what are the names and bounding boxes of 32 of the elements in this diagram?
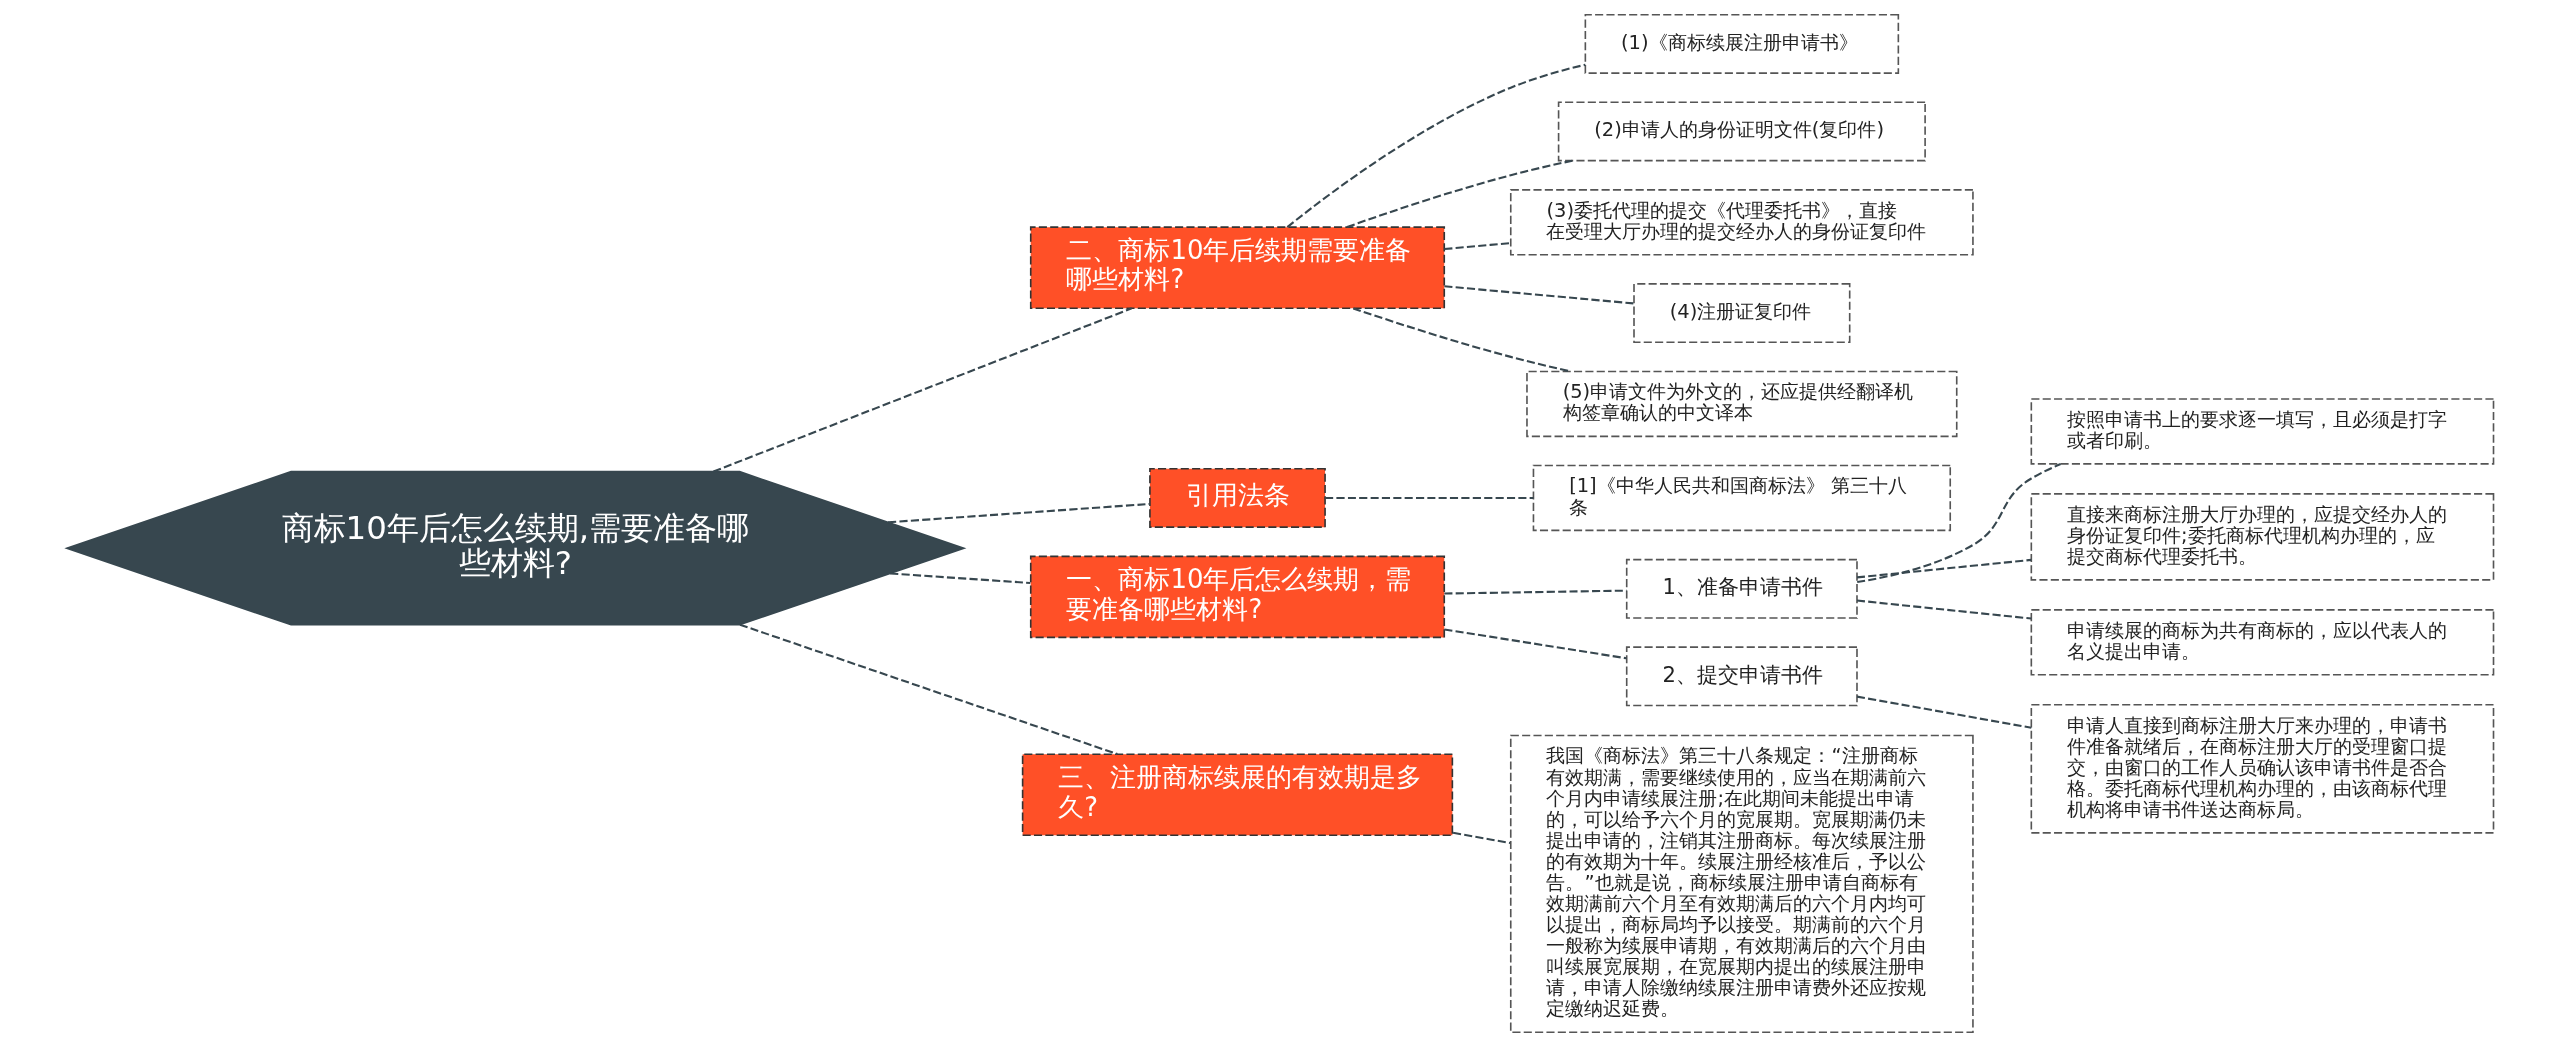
connector <box>1856 599 2032 620</box>
node-box: 2、提交申请书件 <box>1625 646 1858 707</box>
connector <box>1444 628 1627 660</box>
node-box: 一、商标10年后怎么续期，需要准备哪些材料? <box>1029 555 1446 639</box>
connector <box>887 502 1150 524</box>
node-box: (4)注册证复印件 <box>1633 283 1851 344</box>
connector <box>1452 831 1511 844</box>
node-box: 申请续展的商标为共有商标的，应以代表人的名义提出申请。 <box>2030 609 2495 676</box>
node-box: (5)申请文件为外文的，还应提供经翻译机构签章确认的中文译本 <box>1526 370 1958 438</box>
connector <box>1325 496 1534 499</box>
node-box: 三、注册商标续展的有效期是多久? <box>1021 753 1454 837</box>
node-box: 二、商标10年后续期需要准备哪些材料? <box>1029 226 1446 310</box>
connector <box>1856 558 2032 579</box>
node-box: (1)《商标续展注册申请书》 <box>1584 13 1900 74</box>
node-box: 1、准备申请书件 <box>1625 558 1858 619</box>
connector <box>1352 307 1571 373</box>
node-box: 引用法条 <box>1149 467 1326 528</box>
node-box: 我国《商标法》第三十八条规定：“注册商标有效期满，需要继续使用的，应当在期满前六个月内申请续展注册;在此期间未能提出申请的，可以给予六个月的宽展期。宽展期满仍未提出申请的，注销其注册商标。每次续展注册的有效期为十年。续展注册经核准后，予以公告。”也就是说，商标续展注册申请自商标有效期满前六个月至有效期满后的六个月内均可以提出，商标局均予以接受。期满前的六个月一般称为续展申请期，有效期满后的六个月由叫续展宽展期，在宽展期内提出的续展注册申请，申请人除缴纳续展注册申请费外还应按规定缴纳迟延费。 <box>1509 734 1974 1034</box>
connector <box>1856 695 2032 729</box>
node-box: (2)申请人的身份证明文件(复印件) <box>1557 101 1926 162</box>
connector <box>890 572 1031 585</box>
node-box: (3)委托代理的提交《代理委托书》，直接在受理大厅办理的提交经办人的身份证复印件 <box>1509 189 1974 256</box>
node-box: 按照申请书上的要求逐一填写，且必须是打字或者印刷。 <box>2030 398 2495 465</box>
connector <box>739 623 1118 756</box>
node-box: 申请人直接到商标注册大厅来办理的，申请书件准备就绪后，在商标注册大厅的受理窗口提交，由窗口的工作人员确认该申请书件是否合格。委托商标代理机构办理的，由该商标代理机构将申请书件送达商标局。 <box>2030 703 2495 834</box>
connector <box>713 307 1133 473</box>
connector <box>1286 63 1586 228</box>
node-box: 直接来商标注册大厅办理的，应提交经办人的身份证复印件;委托商标代理机构办理的，应提交商标代理委托书。 <box>2030 493 2495 581</box>
connector <box>1444 285 1634 305</box>
connector <box>1444 242 1511 251</box>
node-box: [1]《中华人民共和国商标法》 第三十八条 <box>1532 464 1952 532</box>
connector <box>1346 159 1573 229</box>
